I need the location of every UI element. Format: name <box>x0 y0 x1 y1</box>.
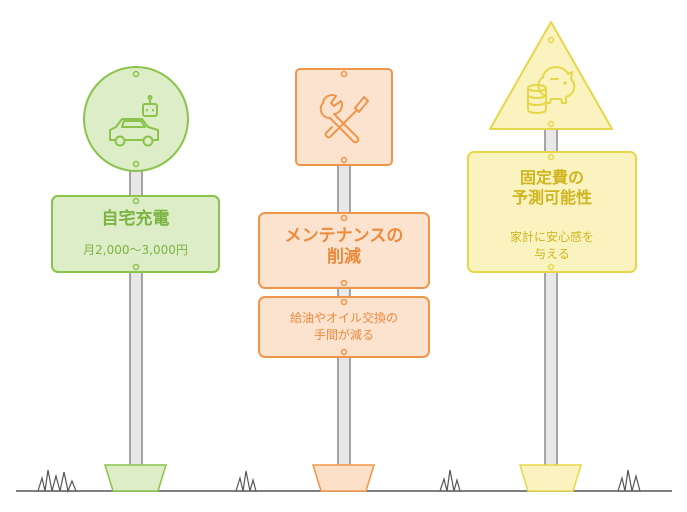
sign3-title-line1: 固定費の <box>519 168 584 187</box>
grass-tuft <box>235 470 257 492</box>
sign-fixed-cost-predictability <box>467 21 637 492</box>
sign2-title: メンテナンスの 削減 <box>259 226 429 269</box>
sign2-subtitle-line2: 手間が減る <box>313 328 374 343</box>
sign3-title: 固定費の 予測可能性 <box>468 168 636 208</box>
grass-tuft <box>617 469 641 492</box>
grass-tuft <box>439 469 461 492</box>
sign3-subtitle-line1: 家計に安心感を <box>509 230 594 244</box>
post-base <box>518 464 583 492</box>
sign-home-charging <box>51 66 220 492</box>
sign3-title-line2: 予測可能性 <box>511 188 592 207</box>
sign1-title: 自宅充電 <box>101 209 170 229</box>
sign3-subtitle: 家計に安心感を 与える <box>468 229 636 263</box>
post-base <box>311 464 376 492</box>
post-base <box>103 464 168 492</box>
sign3-subtitle-line2: 与える <box>534 246 570 261</box>
sign2-title-line2: 削減 <box>327 247 361 268</box>
wrench-screwdriver-icon <box>319 94 369 144</box>
sign2-subtitle-line1: 給油やオイル交換の <box>289 311 398 325</box>
info-board <box>467 151 637 273</box>
car-robot-icon <box>109 95 159 147</box>
title-board <box>258 212 430 289</box>
subtitle-board <box>258 296 430 358</box>
grass-tuft <box>37 469 77 494</box>
piggy-bank-coins-icon <box>527 66 576 114</box>
sign2-title-line1: メンテナンスの <box>284 226 404 246</box>
info-board <box>51 195 220 273</box>
sign2-subtitle: 給油やオイル交換の 手間が減る <box>259 310 429 345</box>
sign1-subtitle: 月2,000〜3,000円 <box>83 243 188 257</box>
sign-maintenance-reduction <box>258 68 430 492</box>
icon-triangle <box>489 21 613 130</box>
icon-square <box>295 68 393 166</box>
